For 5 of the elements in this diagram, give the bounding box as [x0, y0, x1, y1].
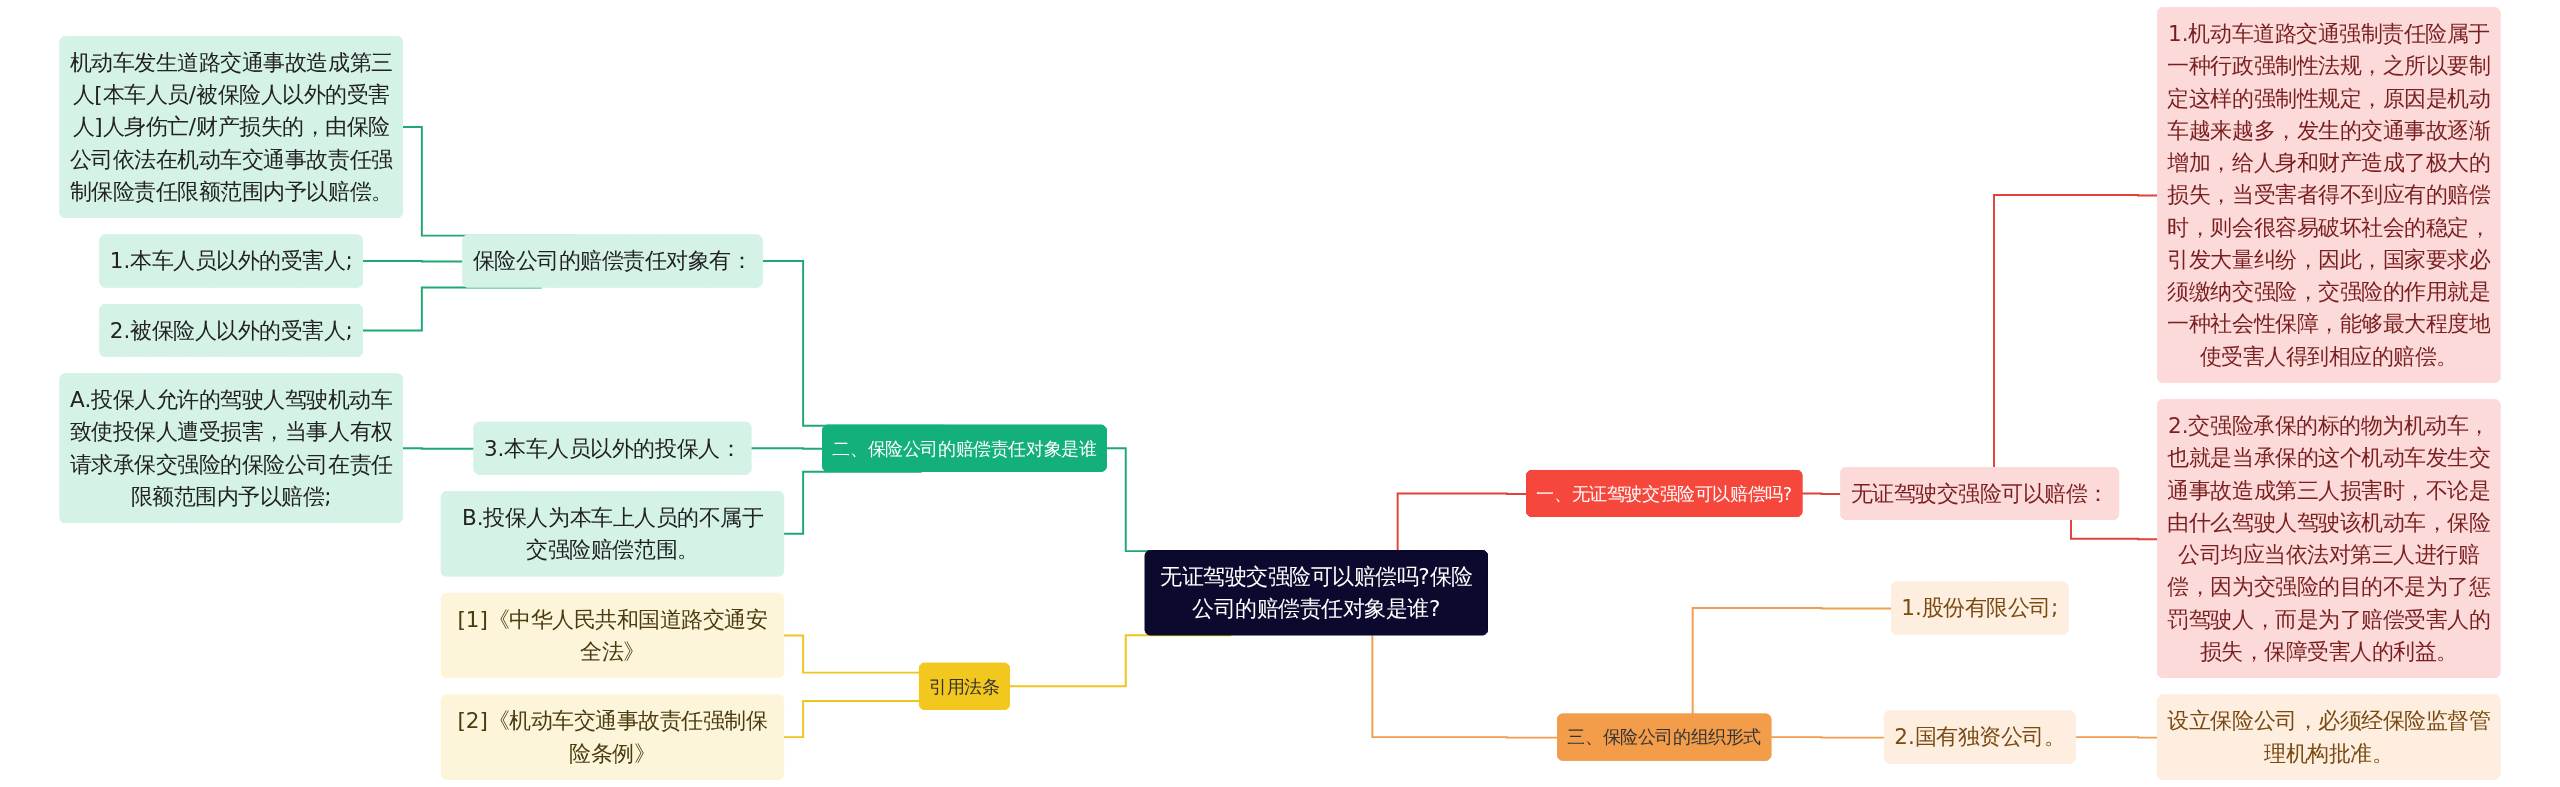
connector	[783, 634, 921, 674]
connector	[1008, 634, 1233, 688]
connector	[1770, 736, 1886, 739]
connector	[783, 700, 921, 739]
connector	[401, 447, 476, 450]
